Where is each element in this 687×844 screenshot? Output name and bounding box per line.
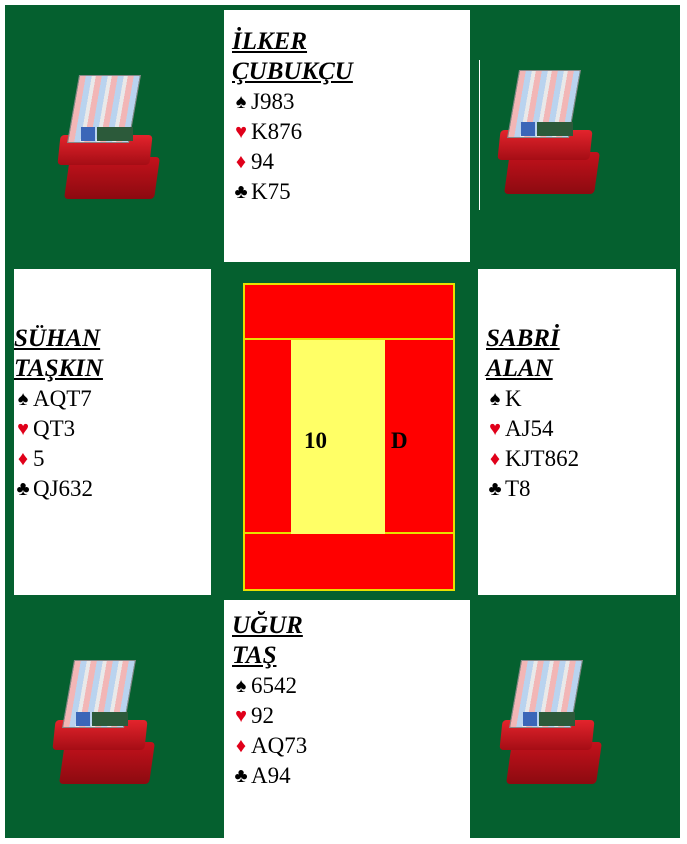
south-spades-row: ♠6542	[232, 671, 307, 701]
south-spades: 6542	[251, 671, 297, 701]
center-board-cell: 10 D	[211, 262, 475, 600]
spade-icon: ♠	[14, 384, 32, 414]
east-player-name-line1: SABRİ	[486, 324, 579, 354]
green-divider	[5, 262, 211, 269]
west-clubs-row: ♣QJ632	[14, 474, 103, 504]
spade-icon: ♠	[486, 384, 504, 414]
board-vulnerability-graphic: 10 D	[243, 283, 455, 591]
east-player-name-line2: ALAN	[486, 354, 579, 384]
north-player-name-line1: İLKER	[232, 27, 353, 57]
board-device-se-cell	[475, 600, 680, 838]
diamond-icon: ♦	[232, 731, 250, 761]
north-spades: J983	[251, 87, 294, 117]
east-spades: K	[505, 384, 522, 414]
green-divider	[676, 262, 680, 600]
device-tag	[523, 712, 537, 726]
west-player-name-line2: TAŞKIN	[14, 354, 103, 384]
west-clubs: QJ632	[33, 474, 93, 504]
device-label	[92, 712, 128, 726]
south-hearts: 92	[251, 701, 274, 731]
west-diamonds: 5	[33, 444, 45, 474]
west-hearts: QT3	[33, 414, 75, 444]
south-hand: UĞUR TAŞ ♠6542 ♥92 ♦AQ73 ♣A94	[224, 600, 470, 838]
spade-icon: ♠	[232, 671, 250, 701]
board-device-sw-cell	[5, 600, 219, 838]
diamond-icon: ♦	[14, 444, 32, 474]
heart-icon: ♥	[232, 117, 250, 147]
north-diamonds-row: ♦94	[232, 147, 353, 177]
divider-line	[479, 60, 480, 210]
device-tag	[521, 122, 535, 136]
bridge-deal-diagram: İLKER ÇUBUKÇU ♠J983 ♥K876 ♦94 ♣K75 SÜHAN…	[5, 5, 680, 838]
heart-icon: ♥	[232, 701, 250, 731]
bridge-board-device-icon	[50, 650, 150, 795]
north-clubs: K75	[251, 177, 291, 207]
south-clubs: A94	[251, 761, 291, 791]
west-hand: SÜHAN TAŞKIN ♠AQT7 ♥QT3 ♦5 ♣QJ632	[14, 269, 211, 595]
east-clubs: T8	[505, 474, 531, 504]
north-hand: İLKER ÇUBUKÇU ♠J983 ♥K876 ♦94 ♣K75	[224, 10, 470, 262]
diamond-icon: ♦	[486, 444, 504, 474]
east-hand: SABRİ ALAN ♠K ♥AJ54 ♦KJT862 ♣T8	[478, 269, 676, 595]
west-spades-row: ♠AQT7	[14, 384, 103, 414]
east-hearts: AJ54	[505, 414, 554, 444]
west-diamonds-row: ♦5	[14, 444, 103, 474]
south-player-name-line2: TAŞ	[232, 641, 307, 671]
east-diamonds: KJT862	[505, 444, 579, 474]
south-diamonds: AQ73	[251, 731, 307, 761]
board-device-ne-cell	[475, 5, 680, 262]
heart-icon: ♥	[14, 414, 32, 444]
device-label	[539, 712, 575, 726]
green-divider	[475, 262, 680, 269]
green-divider	[5, 262, 14, 600]
bridge-board-device-icon	[495, 60, 595, 205]
device-label	[97, 127, 133, 141]
south-hearts-row: ♥92	[232, 701, 307, 731]
heart-icon: ♥	[486, 414, 504, 444]
club-icon: ♣	[486, 474, 504, 504]
board-number: 10	[304, 428, 327, 454]
east-spades-row: ♠K	[486, 384, 579, 414]
device-label	[537, 122, 573, 136]
bridge-board-device-icon	[497, 650, 597, 795]
east-diamonds-row: ♦KJT862	[486, 444, 579, 474]
board-dealer: D	[391, 428, 408, 454]
west-player-name-line1: SÜHAN	[14, 324, 103, 354]
west-spades: AQT7	[33, 384, 92, 414]
north-spades-row: ♠J983	[232, 87, 353, 117]
north-clubs-row: ♣K75	[232, 177, 353, 207]
club-icon: ♣	[232, 177, 250, 207]
club-icon: ♣	[232, 761, 250, 791]
south-diamonds-row: ♦AQ73	[232, 731, 307, 761]
north-diamonds: 94	[251, 147, 274, 177]
spade-icon: ♠	[232, 87, 250, 117]
north-hearts-row: ♥K876	[232, 117, 353, 147]
west-hearts-row: ♥QT3	[14, 414, 103, 444]
device-tag	[81, 127, 95, 141]
north-player-name-line2: ÇUBUKÇU	[232, 57, 353, 87]
board-device-nw-cell	[5, 5, 219, 262]
north-hearts: K876	[251, 117, 302, 147]
south-player-name-line1: UĞUR	[232, 611, 307, 641]
bridge-board-device-icon	[55, 65, 155, 210]
south-clubs-row: ♣A94	[232, 761, 307, 791]
device-tag	[76, 712, 90, 726]
east-hearts-row: ♥AJ54	[486, 414, 579, 444]
diamond-icon: ♦	[232, 147, 250, 177]
club-icon: ♣	[14, 474, 32, 504]
east-clubs-row: ♣T8	[486, 474, 579, 504]
